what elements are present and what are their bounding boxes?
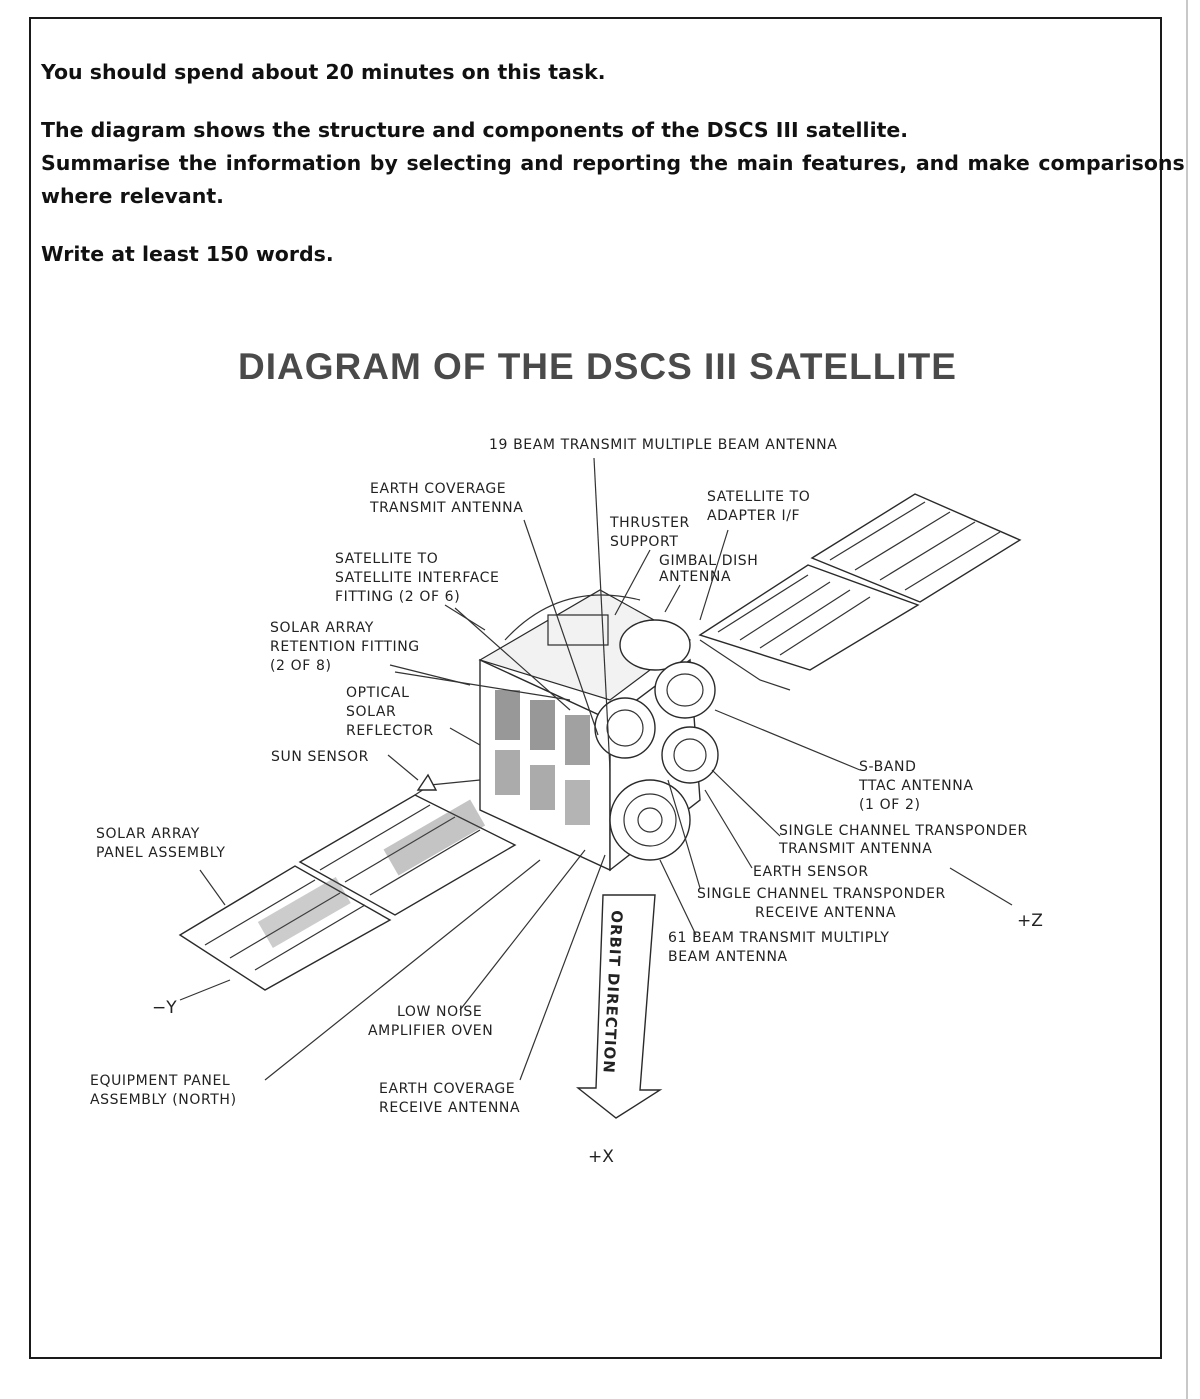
label-19-beam-antenna: 19 BEAM TRANSMIT MULTIPLE BEAM ANTENNA [489, 437, 837, 453]
right-solar-array [698, 493, 1022, 691]
label-earth-coverage-receive-1: EARTH COVERAGE [379, 1081, 515, 1097]
label-equipment-panel-1: EQUIPMENT PANEL [90, 1073, 230, 1089]
label-thruster-support-2: SUPPORT [610, 534, 679, 550]
label-gimbal-dish-1: GIMBAL DISH [659, 553, 758, 569]
label-thruster-support-1: THRUSTER [609, 515, 690, 531]
task-prompt-line-1: The diagram shows the structure and comp… [41, 118, 909, 142]
label-lna-oven-2: AMPLIFIER OVEN [368, 1023, 493, 1039]
label-solar-retention-2: RETENTION FITTING [270, 639, 420, 655]
label-s-band-1: S-BAND [859, 759, 916, 775]
label-s-band-2: TTAC ANTENNA [858, 778, 974, 794]
label-satellite-adapter-2: ADAPTER I/F [707, 508, 800, 524]
label-satellite-interface-1: SATELLITE TO [335, 551, 438, 567]
label-sct-transmit-1: SINGLE CHANNEL TRANSPONDER [779, 823, 1028, 839]
component-labels: 19 BEAM TRANSMIT MULTIPLE BEAM ANTENNA E… [90, 437, 1043, 1167]
diagram-title: DIAGRAM OF THE DSCS III SATELLITE [238, 346, 957, 387]
label-earth-coverage-transmit-2: TRANSMIT ANTENNA [369, 500, 523, 516]
label-satellite-adapter-1: SATELLITE TO [707, 489, 810, 505]
task-prompt-line-3: where relevant. [41, 184, 224, 208]
leader-lines [179, 457, 1013, 1081]
label-sct-receive-1: SINGLE CHANNEL TRANSPONDER [697, 886, 946, 902]
label-61-beam-2: BEAM ANTENNA [668, 949, 788, 965]
axis-z-label: +Z [1017, 911, 1043, 931]
axis-x-label: +X [588, 1147, 614, 1167]
sun-sensor-shape [416, 773, 438, 791]
task-frame [29, 17, 1162, 1359]
label-61-beam-1: 61 BEAM TRANSMIT MULTIPLY [668, 930, 890, 946]
label-solar-panel-2: PANEL ASSEMBLY [96, 845, 225, 861]
task-prompt-line-2: Summarise the information by selecting a… [41, 151, 1185, 175]
label-earth-sensor: EARTH SENSOR [753, 864, 869, 880]
label-optical-reflector-1: OPTICAL [346, 685, 410, 701]
orbit-direction-arrow: ORBIT DIRECTION [575, 894, 663, 1119]
time-instruction: You should spend about 20 minutes on thi… [41, 60, 606, 84]
page-edge-rule [1186, 0, 1188, 1399]
label-s-band-3: (1 OF 2) [859, 797, 921, 813]
left-solar-array [178, 769, 521, 991]
satellite-illustration [178, 493, 1022, 991]
word-count-instruction: Write at least 150 words. [41, 242, 334, 266]
label-earth-coverage-receive-2: RECEIVE ANTENNA [379, 1100, 520, 1116]
label-lna-oven-1: LOW NOISE [397, 1004, 482, 1020]
label-equipment-panel-2: ASSEMBLY (NORTH) [90, 1092, 237, 1108]
label-solar-panel-1: SOLAR ARRAY [96, 826, 200, 842]
label-satellite-interface-3: FITTING (2 OF 6) [335, 589, 460, 605]
label-optical-reflector-2: SOLAR [346, 704, 396, 720]
label-solar-retention-3: (2 OF 8) [270, 658, 332, 674]
axis-neg-y-label: −Y [152, 998, 177, 1018]
label-sct-transmit-2: TRANSMIT ANTENNA [778, 841, 932, 857]
label-earth-coverage-transmit-1: EARTH COVERAGE [370, 481, 506, 497]
label-sun-sensor: SUN SENSOR [271, 749, 369, 765]
label-optical-reflector-3: REFLECTOR [346, 723, 434, 739]
label-satellite-interface-2: SATELLITE INTERFACE [335, 570, 499, 586]
label-gimbal-dish-2: ANTENNA [659, 569, 731, 585]
antenna-cluster [594, 619, 719, 861]
label-solar-retention-1: SOLAR ARRAY [270, 620, 374, 636]
label-sct-receive-2: RECEIVE ANTENNA [755, 905, 896, 921]
